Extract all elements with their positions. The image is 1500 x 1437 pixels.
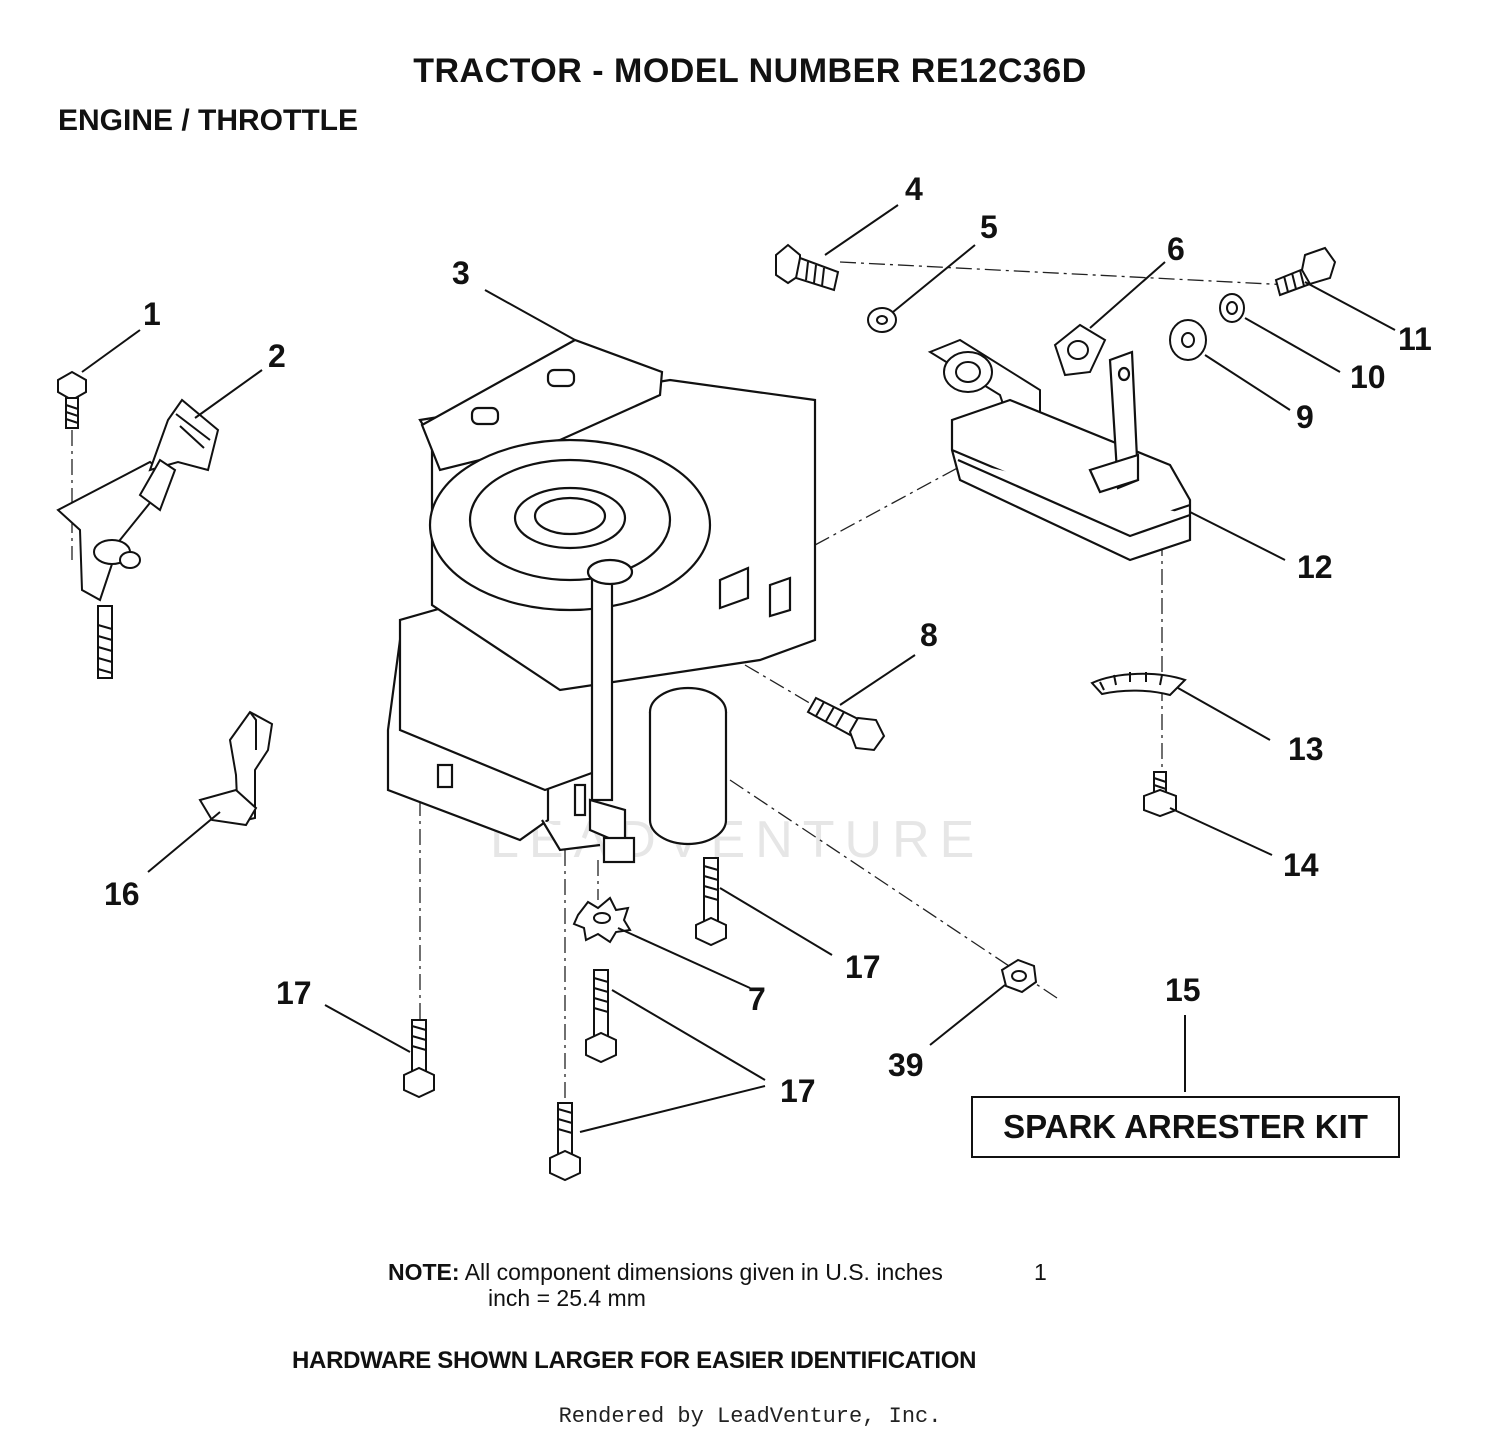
part-label-10: 10 — [1350, 359, 1386, 395]
render-credit: Rendered by LeadVenture, Inc. — [558, 1404, 942, 1429]
part-label-12: 12 — [1297, 549, 1333, 585]
part-label-4: 4 — [905, 171, 923, 207]
part-label-16: 16 — [104, 876, 140, 912]
note-line-1: All component dimensions given in U.S. i… — [464, 1259, 943, 1285]
page-title: TRACTOR - MODEL NUMBER RE12C36D — [413, 52, 1087, 90]
washer-5-part — [867, 307, 897, 333]
part-label-11: 11 — [1398, 321, 1432, 357]
hardware-note: HARDWARE SHOWN LARGER FOR EASIER IDENTIF… — [292, 1347, 977, 1374]
part-label-3: 3 — [452, 255, 470, 291]
screw-14-part — [1143, 771, 1177, 818]
part-label-1: 1 — [143, 296, 161, 332]
section-title: ENGINE / THROTTLE — [58, 104, 358, 137]
part-label-15: 15 — [1165, 972, 1201, 1008]
part-label-8: 8 — [920, 617, 938, 653]
part-label-17b: 17 — [276, 975, 312, 1011]
part-label-14: 14 — [1283, 847, 1319, 883]
dimensions-note: NOTE: All component dimensions given in … — [388, 1259, 1047, 1311]
part-label-39: 39 — [888, 1047, 924, 1083]
note-number: 1 — [1034, 1259, 1047, 1285]
gasket-6-part — [1053, 323, 1107, 377]
throttle-control-part — [56, 398, 220, 679]
part-number-labels: 1 2 3 4 5 6 7 8 9 10 11 12 13 14 15 16 1… — [104, 171, 1432, 1109]
alignment-lines — [71, 261, 1291, 1100]
part-label-5: 5 — [980, 209, 998, 245]
note-line-2: inch = 25.4 mm — [488, 1285, 646, 1311]
part-label-17c: 17 — [780, 1073, 816, 1109]
bolt-8-part — [806, 696, 886, 752]
bolt-11-part — [1274, 246, 1337, 297]
part-label-2: 2 — [268, 338, 286, 374]
spark-arrester-kit-box: SPARK ARRESTER KIT — [971, 1096, 1400, 1158]
muffler-12-part — [950, 350, 1192, 562]
washers-9-10-part — [1169, 293, 1245, 361]
bolts-17-part — [403, 857, 727, 1182]
star-washer-7-part — [572, 896, 632, 944]
leader-lines — [81, 204, 1396, 1133]
part-label-9: 9 — [1296, 399, 1314, 435]
part-label-13: 13 — [1288, 731, 1324, 767]
note-prefix: NOTE: — [388, 1259, 460, 1285]
part-label-7: 7 — [748, 981, 766, 1017]
bracket-16-part — [198, 710, 274, 827]
nut-39-part — [1000, 958, 1038, 994]
bolt-4-part — [775, 243, 840, 292]
engine-part — [386, 338, 817, 864]
throttle-screw-part — [57, 370, 87, 429]
part-label-17a: 17 — [845, 949, 881, 985]
spark-screen-13-part — [1090, 672, 1187, 697]
part-label-6: 6 — [1167, 231, 1185, 267]
